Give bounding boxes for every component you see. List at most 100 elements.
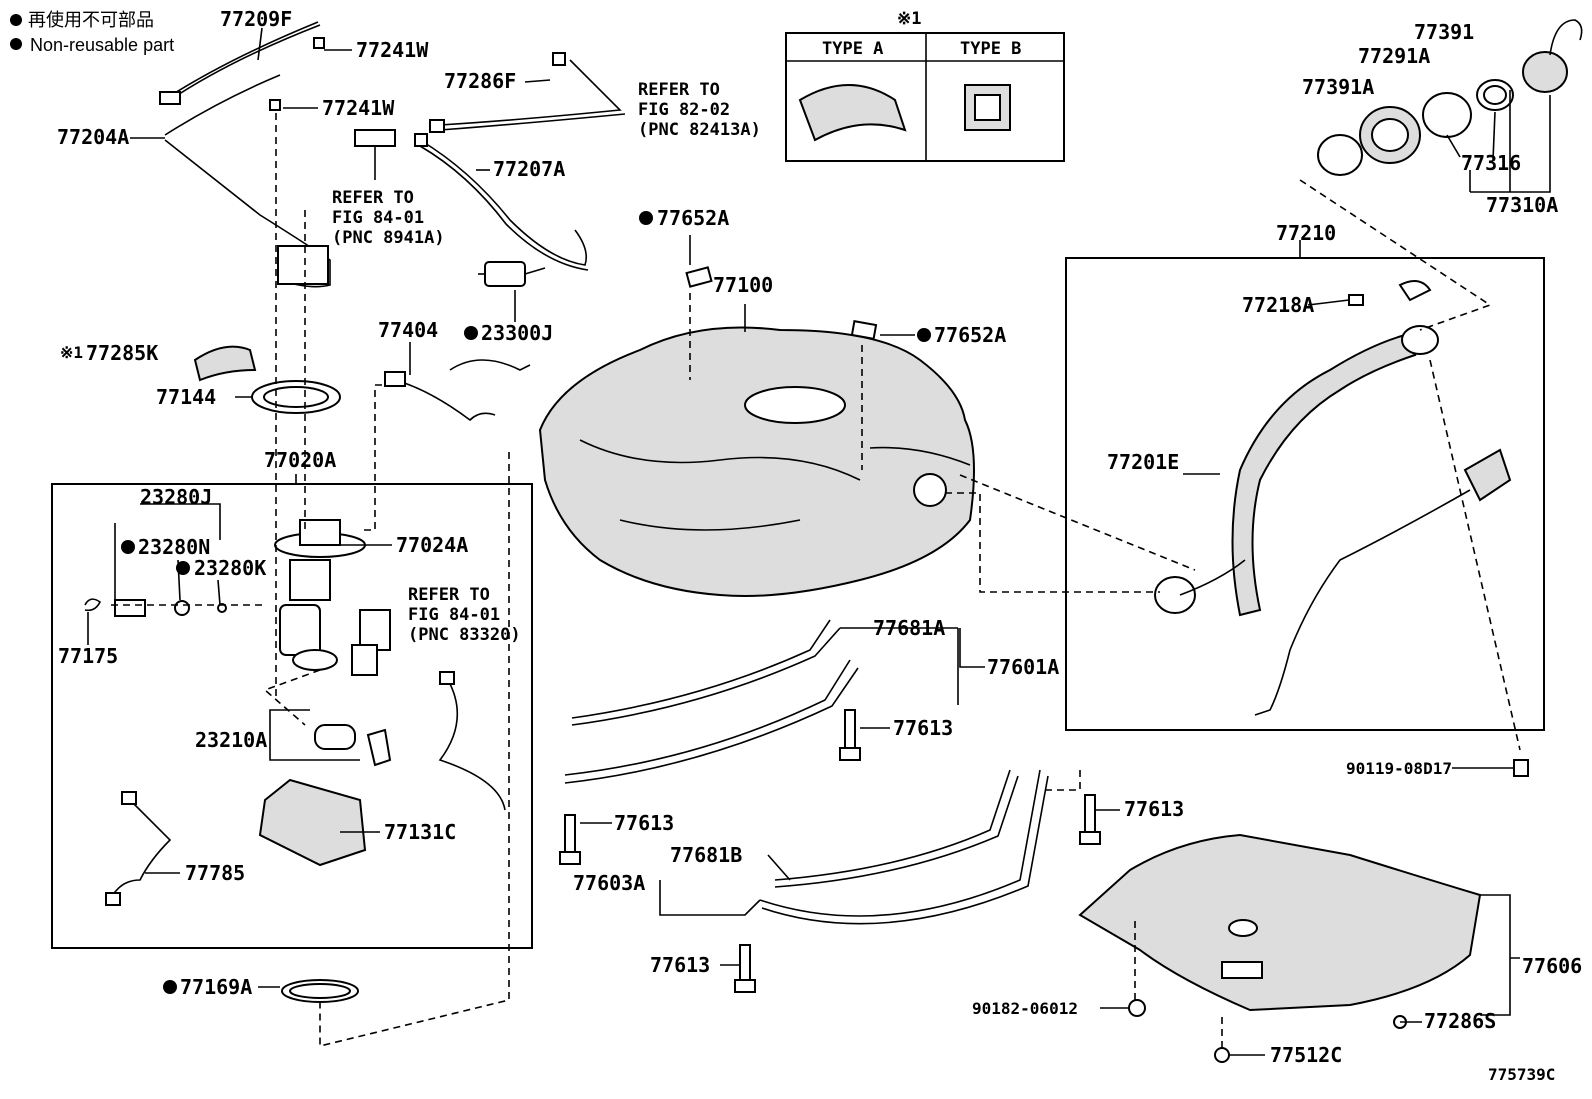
fuel-tank-protector-77606 <box>1078 833 1482 1012</box>
non-reusable-dot-icon <box>121 540 135 554</box>
strap-77601A <box>564 659 859 784</box>
gasket-77391 <box>1422 92 1472 138</box>
o-ring-23280K <box>217 603 227 613</box>
vent-connector <box>354 129 396 147</box>
label-23280N: 23280N <box>138 535 210 559</box>
label-77652A-a: 77652A <box>657 206 729 230</box>
fuel-cap-77310A <box>1522 51 1568 93</box>
strap-77681B <box>774 769 1019 888</box>
label-77209F: 77209F <box>220 7 292 31</box>
strap-77603A <box>759 769 1049 925</box>
label-77785: 77785 <box>185 861 245 885</box>
label-77652A-b: 77652A <box>934 323 1006 347</box>
tank-opening <box>744 386 846 424</box>
label-77286F: 77286F <box>444 69 516 93</box>
label-77391A: 77391A <box>1302 75 1374 99</box>
ref3-line3: (PNC 83320) <box>408 625 521 645</box>
label-77285K-mark: ※1 <box>60 343 83 362</box>
type-box-note: ※1 <box>897 9 921 29</box>
label-77681A: 77681A <box>873 616 945 640</box>
label-77144: 77144 <box>156 385 216 409</box>
legend-jp: 再使用不可部品 <box>28 10 154 30</box>
pad-77652A-a <box>685 266 713 288</box>
label-77241W-b: 77241W <box>322 96 395 120</box>
ref1-line1: REFER TO <box>638 80 720 100</box>
label-77020A: 77020A <box>264 448 336 472</box>
clip-77175 <box>84 598 102 612</box>
figure-id: 775739C <box>1488 1065 1555 1084</box>
label-77291A: 77291A <box>1358 44 1430 68</box>
label-77310A: 77310A <box>1486 193 1558 217</box>
fuel-filter-23300J <box>484 261 526 287</box>
o-ring-23280N <box>174 600 190 616</box>
label-77391: 77391 <box>1414 20 1474 44</box>
hose-77207A <box>419 139 588 266</box>
label-77603A: 77603A <box>573 871 645 895</box>
label-77218A: 77218A <box>1242 293 1314 317</box>
label-77131C: 77131C <box>384 820 456 844</box>
ref2-line2: FIG 84-01 <box>332 208 424 228</box>
filler-pipe-box <box>1065 257 1545 731</box>
ref2-line3: (PNC 8941A) <box>332 228 445 248</box>
label-77169A: 77169A <box>180 975 252 999</box>
label-77175: 77175 <box>58 644 118 668</box>
pressure-regulator-23280J <box>114 599 146 617</box>
bolt-77613-a <box>844 709 856 749</box>
hose-77286F <box>439 59 622 126</box>
breather-tube <box>1254 489 1471 716</box>
ref3-line2: FIG 84-01 <box>408 605 500 625</box>
non-reusable-dot-icon <box>639 211 653 225</box>
type-a-label: TYPE A <box>822 39 883 59</box>
label-23280J: 23280J <box>140 485 212 509</box>
gasket-77391A <box>1317 134 1363 176</box>
label-77601A: 77601A <box>987 655 1059 679</box>
label-77613-d: 77613 <box>650 953 710 977</box>
legend-en: Non-reusable part <box>30 35 174 55</box>
pad-77652A-b <box>850 320 878 340</box>
label-77201E: 77201E <box>1107 450 1179 474</box>
bolt-77613-b <box>564 814 576 854</box>
vent-valve <box>277 245 329 285</box>
label-77613-c: 77613 <box>1124 797 1184 821</box>
non-reusable-dot-icon <box>464 326 478 340</box>
pressure-regulator <box>359 609 391 651</box>
bolt-90119 <box>1513 759 1529 777</box>
label-77404: 77404 <box>378 318 438 342</box>
label-77210: 77210 <box>1276 221 1336 245</box>
sub-tank-77131C <box>258 778 367 867</box>
label-23210A: 23210A <box>195 728 267 752</box>
ref2-line1: REFER TO <box>332 188 414 208</box>
label-77241W-a: 77241W <box>356 38 429 62</box>
filler-pipe-77201E <box>1231 333 1417 617</box>
non-reusable-dot-icon <box>917 328 931 342</box>
label-77024A: 77024A <box>396 533 468 557</box>
label-77316: 77316 <box>1461 151 1521 175</box>
non-reusable-dot-icon <box>10 14 22 26</box>
label-90182-06012: 90182-06012 <box>972 999 1078 1018</box>
non-reusable-dot-icon <box>176 561 190 575</box>
protector-type-a <box>798 84 907 142</box>
type-b-label: TYPE B <box>960 39 1021 59</box>
label-77613-a: 77613 <box>893 716 953 740</box>
label-77285K: 77285K <box>86 341 158 365</box>
bolt-77613-d <box>739 944 751 984</box>
fuel-pump-23210A <box>314 724 356 750</box>
label-77606: 77606 <box>1522 954 1582 978</box>
clip-77512C <box>1214 1047 1230 1063</box>
pump-body <box>289 559 331 601</box>
fuel-pump-assembly-box <box>51 483 533 949</box>
sender-gauge-wire <box>438 679 506 811</box>
label-77207A: 77207A <box>493 157 565 181</box>
protector-77285K <box>193 345 257 382</box>
strap-77681A <box>571 619 841 726</box>
non-reusable-dot-icon <box>10 38 22 50</box>
ref1-line2: FIG 82-02 <box>638 100 730 120</box>
label-90119-08D17: 90119-08D17 <box>1346 759 1452 778</box>
label-77286S: 77286S <box>1424 1009 1496 1033</box>
label-23300J: 23300J <box>481 321 553 345</box>
nut-90182 <box>1128 999 1146 1017</box>
non-reusable-dot-icon <box>163 980 177 994</box>
ref3-line1: REFER TO <box>408 585 490 605</box>
